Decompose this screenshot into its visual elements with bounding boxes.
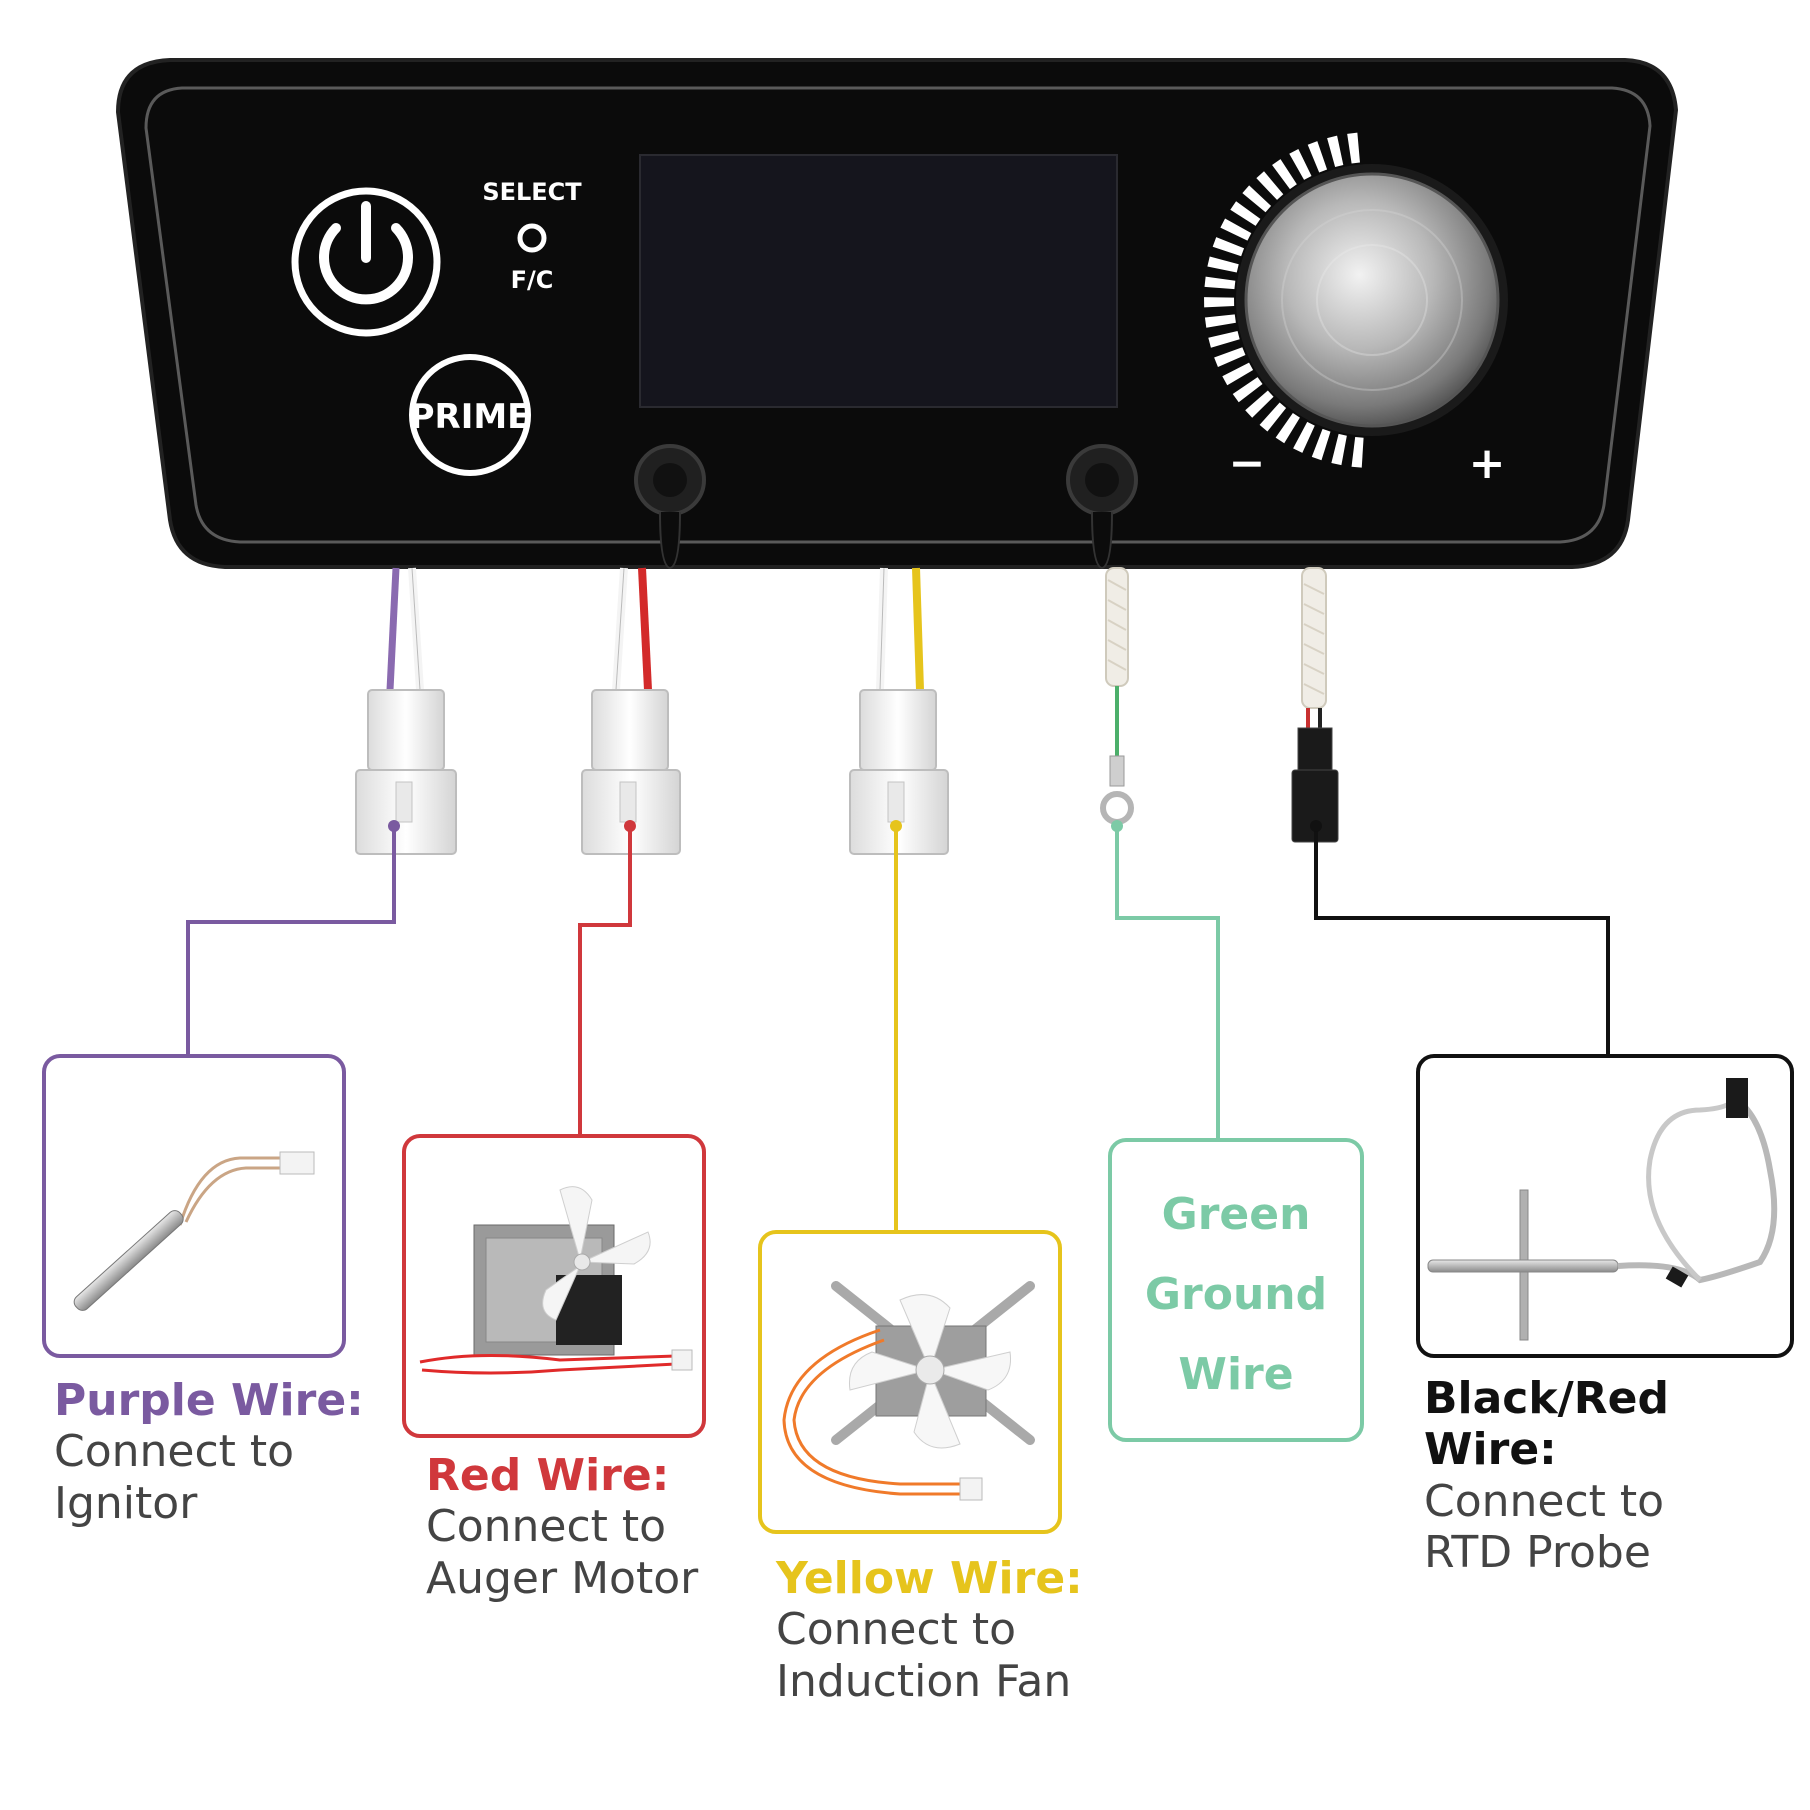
yellow-wire-line2: Induction Fan (776, 1655, 1072, 1707)
black-red-wire-label: Black/Red Wire: Connect to RTD Probe (1424, 1373, 1810, 1579)
knob-tick (1245, 390, 1274, 418)
black-leader-line (1314, 828, 1610, 1056)
rtd-probe-box (1416, 1054, 1794, 1358)
lcd-display (639, 154, 1118, 408)
knob-tick (1220, 218, 1252, 241)
rtd-connector (1291, 727, 1339, 843)
grommet-right (1066, 444, 1138, 570)
plus-label: + (1469, 438, 1506, 489)
knob-tick (1214, 347, 1246, 367)
knob-tick (1256, 171, 1284, 200)
knob-tick (1351, 436, 1364, 468)
leader-lines (186, 820, 1610, 1232)
select-fc-dot (517, 223, 547, 253)
knob-tick (1327, 135, 1344, 168)
ignitor-icon (73, 1151, 315, 1311)
purple-wire-label: Purple Wire: Connect to Ignitor (54, 1375, 364, 1529)
green-ground-line3: Wire (1178, 1349, 1294, 1400)
knob-tick (1311, 428, 1331, 461)
knob-tick (1232, 377, 1263, 403)
yellow-wire-line1: Connect to (776, 1604, 1017, 1656)
purple-leader-dot (388, 820, 400, 832)
black-red-wire-line2: RTD Probe (1424, 1527, 1651, 1579)
knob-tick (1212, 237, 1245, 257)
knob-tick-ring (1204, 132, 1364, 468)
purple-wire-line1: Connect to (54, 1426, 295, 1478)
select-fc-button[interactable]: SELECT F/C (482, 178, 582, 294)
yellow-connector (849, 689, 949, 855)
knob-tick (1289, 149, 1312, 180)
black-red-wire-line1: Connect to (1424, 1475, 1665, 1527)
knob-tick (1204, 276, 1236, 290)
yellow-wire-title: Yellow Wire: (776, 1553, 1083, 1604)
red-wire-line1: Connect to (426, 1501, 667, 1553)
purple-wire-harness (355, 567, 457, 855)
black-red-wire-title: Black/Red Wire: (1424, 1373, 1669, 1476)
green-leader-dot (1111, 820, 1123, 832)
purple-connector (355, 689, 457, 855)
green-wire-harness (1100, 567, 1134, 825)
temperature-knob[interactable] (1204, 132, 1508, 468)
knob-tick (1204, 314, 1236, 328)
yellow-leader-dot (890, 820, 902, 832)
purple-wire-line2: Ignitor (54, 1477, 198, 1529)
green-ground-label: Green Ground Wire (1112, 1175, 1360, 1415)
knob-tick (1331, 433, 1347, 466)
induction-fan-icon (782, 1281, 1035, 1501)
select-label: SELECT (482, 178, 582, 206)
red-leader-dot (624, 820, 636, 832)
knob-tick (1307, 141, 1328, 173)
red-leader-line (578, 828, 632, 1136)
auger-motor-icon (419, 1186, 693, 1375)
black-leader-dot (1310, 820, 1322, 832)
auger-motor-box (402, 1134, 706, 1438)
minus-label: − (1229, 438, 1266, 489)
knob-tick (1230, 201, 1261, 226)
knob-tick (1208, 331, 1240, 348)
induction-fan-box (758, 1230, 1062, 1534)
green-ground-line2: Ground (1144, 1269, 1328, 1320)
yellow-wire-label: Yellow Wire: Connect to Induction Fan (776, 1553, 1083, 1707)
black-red-wire-harness (1291, 567, 1339, 843)
knob-tick (1347, 132, 1360, 164)
power-button[interactable] (291, 187, 441, 337)
rtd-probe-icon (1427, 1078, 1778, 1341)
knob-tick (1222, 362, 1254, 386)
knob-tick (1275, 413, 1300, 444)
knob-tick (1272, 159, 1297, 190)
red-wire-line2: Auger Motor (426, 1552, 699, 1604)
power-icon (319, 201, 413, 305)
red-connector (581, 689, 681, 855)
prime-label: PRIME (410, 397, 531, 437)
knob-tick (1293, 421, 1315, 453)
red-wire-harness (581, 567, 681, 855)
ground-wire-box (1108, 1138, 1364, 1442)
ring-terminal-icon (1100, 755, 1134, 825)
yellow-wire-harness (849, 567, 949, 855)
red-wire-title: Red Wire: (426, 1450, 670, 1501)
green-ground-line1: Green (1161, 1189, 1311, 1240)
knob-tick (1204, 297, 1235, 308)
knob-tick (1259, 402, 1287, 432)
purple-wire-title: Purple Wire: (54, 1375, 364, 1426)
control-panel: SELECT F/C PRIME − (115, 58, 1679, 570)
prime-button[interactable]: PRIME (409, 354, 531, 476)
fc-label: F/C (511, 266, 554, 294)
knob-tick (1207, 256, 1239, 273)
red-wire-label: Red Wire: Connect to Auger Motor (426, 1450, 698, 1604)
green-leader-line (1115, 828, 1220, 1140)
grommet-left (634, 444, 706, 570)
purple-leader-line (186, 828, 396, 1056)
knob-tick (1242, 185, 1272, 213)
ignitor-box (42, 1054, 346, 1358)
